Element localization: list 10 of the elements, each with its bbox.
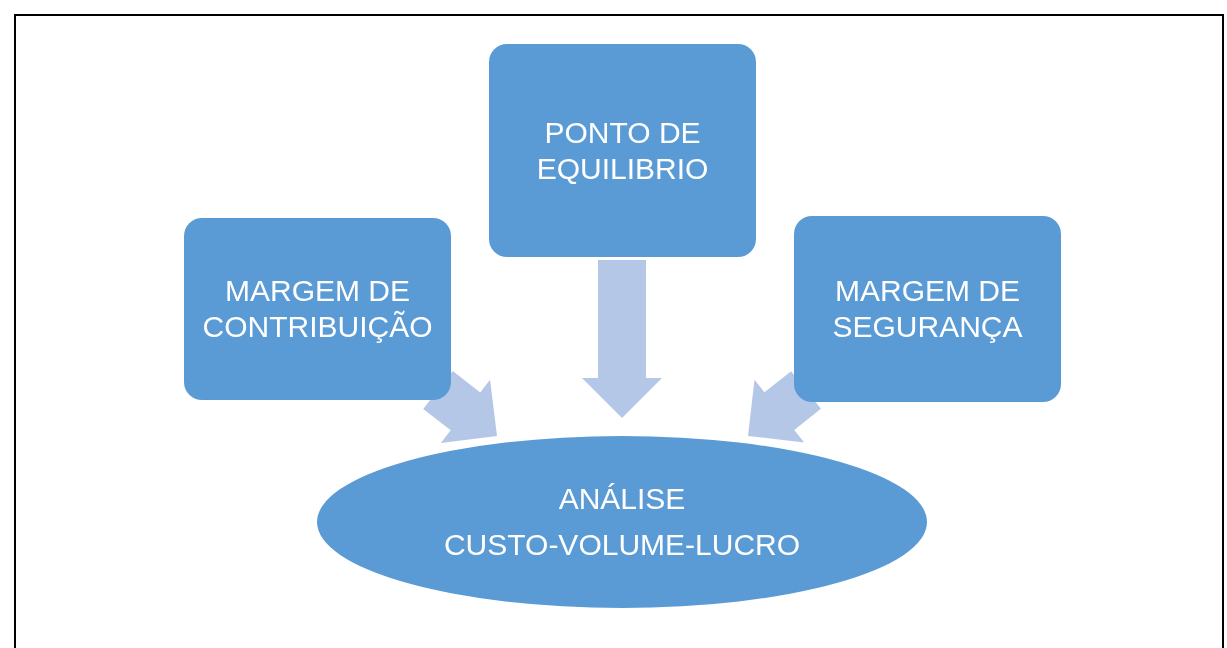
block-arrow bbox=[748, 371, 821, 443]
block-arrow bbox=[423, 371, 497, 443]
rounded-box bbox=[184, 218, 451, 400]
rounded-box bbox=[489, 44, 756, 257]
node-label: ANÁLISE CUSTO-VOLUME-LUCRO bbox=[442, 481, 802, 563]
node-label: MARGEM DE SEGURANÇA bbox=[831, 273, 1024, 345]
rounded-box bbox=[794, 216, 1061, 402]
block-arrow bbox=[582, 260, 662, 418]
node-label: MARGEM DE CONTRIBUIÇÃO bbox=[201, 273, 434, 345]
node-label: PONTO DE EQUILIBRIO bbox=[535, 114, 710, 187]
